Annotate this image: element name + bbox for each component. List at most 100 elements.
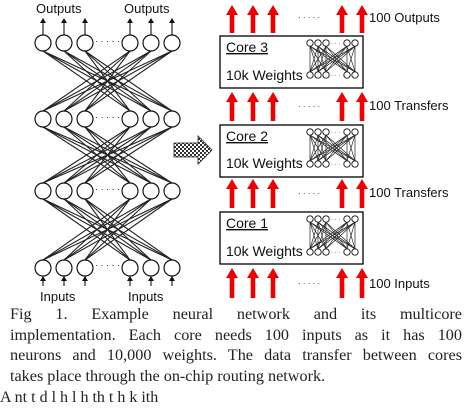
arrow-ellipsis-inputs: · · · · ·	[298, 279, 320, 288]
core-synapse-line	[309, 45, 348, 73]
neuron-node	[34, 259, 52, 277]
io-arrow	[82, 18, 88, 35]
arrow-ellipsis-outputs: · · · · ·	[298, 13, 320, 22]
core-neuron-ellipsis: · · ·	[331, 73, 340, 79]
core-neuron-node	[306, 71, 314, 79]
io-arrow	[148, 18, 154, 35]
core-neuron-node	[343, 71, 351, 79]
core-synapse-line	[309, 135, 327, 161]
core-1-box: Core 1 10k Weights · · ·· · ·	[219, 211, 364, 265]
red-arrow	[336, 5, 348, 33]
core-neuron-node	[306, 160, 314, 168]
core-neuron-node	[314, 248, 322, 256]
synapse-line	[84, 126, 173, 184]
red-arrow	[247, 179, 259, 208]
caption-line-3: neurons and 10,000 weights. The data tra…	[10, 346, 462, 364]
neuron-node	[34, 182, 52, 200]
io-arrow	[127, 276, 133, 286]
io-arrow	[169, 18, 175, 35]
core-3-title: Core 3	[226, 39, 268, 55]
red-arrow	[226, 92, 238, 121]
core-synapse-line	[325, 221, 356, 250]
io-arrow	[61, 18, 67, 35]
core-synapse-line	[346, 46, 356, 72]
synapse-line	[42, 50, 152, 112]
neuron-ellipsis-layer3: · · · · ·	[95, 184, 120, 194]
neuron-node	[121, 259, 139, 277]
core-neuron-node	[322, 160, 330, 168]
core-2-weights: 10k Weights	[226, 155, 303, 171]
core-1-weights: 10k Weights	[226, 243, 303, 259]
caption-line-2: implementation. Each core needs 100 inpu…	[10, 325, 462, 344]
core-synapse-line	[325, 134, 356, 162]
core-neuron-node	[343, 248, 351, 256]
core-neuron-node	[306, 128, 314, 136]
outputs-label-right: Outputs	[124, 1, 170, 16]
core-neuron-node	[343, 128, 351, 136]
core-neuron-node	[351, 160, 359, 168]
neuron-node	[121, 110, 139, 128]
synapse-line	[63, 198, 173, 261]
core-synapse-line	[309, 222, 319, 249]
core-2-mini-network: · · ·· · ·	[306, 128, 359, 168]
red-arrow	[247, 92, 259, 121]
neuron-node	[55, 34, 73, 52]
mapping-arrow-icon	[173, 135, 213, 165]
neuron-node	[121, 182, 139, 200]
neuron-node	[142, 182, 160, 200]
neuron-node	[76, 110, 94, 128]
caption-line-4: takes place through the on-chip routing …	[10, 366, 326, 385]
neuron-node	[76, 34, 94, 52]
core-neuron-node	[343, 160, 351, 168]
synapse-line	[42, 126, 152, 184]
core-synapse-line	[346, 135, 356, 161]
neuron-node	[142, 110, 160, 128]
red-arrow	[267, 92, 279, 121]
core-neuron-node	[314, 39, 322, 47]
red-arrow	[267, 5, 279, 33]
core-synapse-line	[317, 134, 356, 162]
red-arrow	[267, 268, 279, 298]
neuron-node	[163, 34, 181, 52]
neuron-node	[55, 110, 73, 128]
core-neuron-node	[314, 160, 322, 168]
red-arrow	[247, 268, 259, 298]
core-2-box: Core 2 10k Weights · · ·· · ·	[219, 124, 364, 178]
synapse-line	[42, 198, 173, 261]
red-arrow	[226, 268, 238, 298]
neuron-node	[55, 259, 73, 277]
core-neuron-node	[306, 248, 314, 256]
core-synapse-line	[317, 222, 327, 249]
core-synapse-line	[346, 222, 356, 249]
core-neuron-node	[322, 215, 330, 223]
neuron-node	[163, 259, 181, 277]
synapse-line	[42, 50, 131, 112]
core-synapse-line	[309, 221, 356, 250]
neuron-node	[34, 34, 52, 52]
red-arrow	[267, 179, 279, 208]
io-arrow	[82, 276, 88, 286]
core-neuron-node	[351, 128, 359, 136]
core-neuron-node	[343, 39, 351, 47]
neuron-node	[142, 34, 160, 52]
core-synapse-line	[317, 46, 327, 72]
neuron-node	[76, 259, 94, 277]
io-arrow	[148, 276, 154, 286]
neuron-ellipsis-top: · · · · ·	[95, 36, 120, 46]
red-arrow	[356, 5, 368, 33]
arrow-ellipsis-transfer-upper: · · · · ·	[298, 102, 320, 111]
core-neuron-ellipsis: · · ·	[331, 217, 340, 223]
neuron-ellipsis-layer2: · · · · ·	[95, 112, 120, 122]
synapse-line	[42, 198, 152, 261]
red-arrow	[336, 92, 348, 121]
outputs-label-left: Outputs	[36, 1, 82, 16]
neuron-ellipsis-bottom: · · · · ·	[95, 260, 120, 270]
core-neuron-node	[314, 128, 322, 136]
core-neuron-node	[351, 215, 359, 223]
synapse-line	[42, 126, 131, 184]
core-neuron-ellipsis: · · ·	[331, 162, 340, 168]
red-arrow	[226, 179, 238, 208]
synapse-line	[42, 198, 131, 261]
io-arrow	[61, 276, 67, 286]
core-synapse-line	[309, 134, 356, 162]
